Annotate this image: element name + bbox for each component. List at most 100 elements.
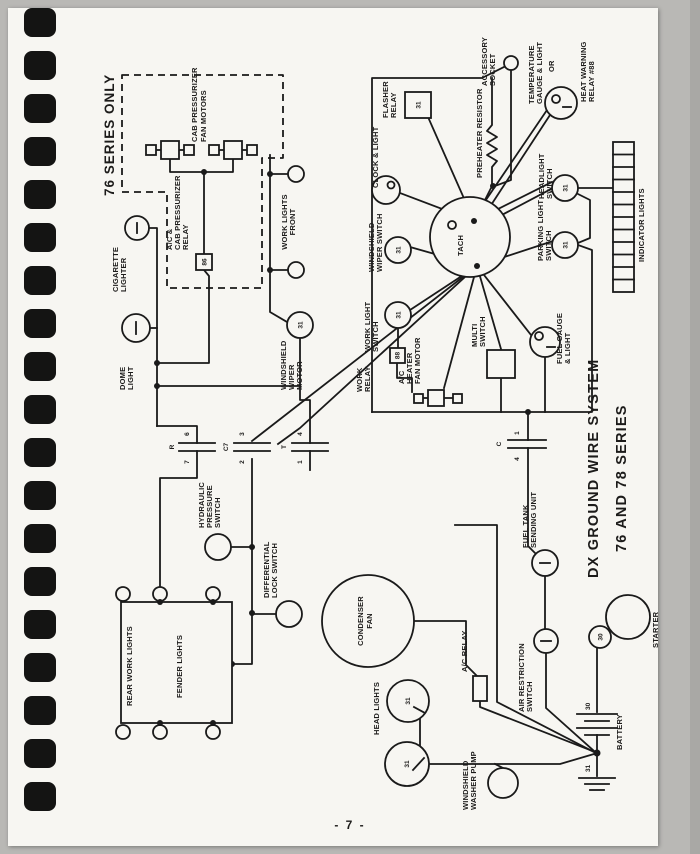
fuel-gauge-label: FUEL GAUGE: [555, 313, 564, 364]
fan-motors-label: CAB PRESSURIZER: [190, 67, 199, 142]
wiper-motor-label: WINDSHIELD: [279, 340, 288, 390]
or-note: OR: [547, 60, 556, 72]
svg-text:SENDING UNIT: SENDING UNIT: [529, 492, 538, 548]
differential-lock-switch: [275, 600, 303, 628]
head-light-lower-pin: 31: [404, 760, 411, 768]
headlight-switch-label: HEADLIGHT: [537, 153, 546, 199]
svg-text:FAN MOTOR: FAN MOTOR: [413, 337, 422, 384]
air-restriction-switch: [533, 628, 559, 654]
labels: 76 SERIES ONLY CAB PRESSURIZER FAN MOTOR…: [102, 37, 660, 810]
svg-text:RELAY: RELAY: [363, 366, 372, 392]
wiper-switch-pin: 31: [396, 246, 403, 254]
connector-r: [178, 442, 216, 452]
svg-text:FAN: FAN: [365, 613, 374, 629]
starter: 30: [588, 594, 651, 649]
connector-c7-pin-top: 3: [239, 432, 246, 436]
svg-text:WASHER PUMP: WASHER PUMP: [469, 751, 478, 810]
ac-heater-fan-motor: [413, 389, 463, 407]
parking-light-switch-pin: 31: [563, 241, 570, 249]
dome-light-label: DOME: [118, 367, 127, 390]
svg-text:& LIGHT: & LIGHT: [563, 332, 572, 364]
svg-text:MOTOR: MOTOR: [295, 361, 304, 390]
ac-cab-relay-label: A/C &: [165, 228, 174, 250]
rear-work-lights-label: REAR WORK LIGHTS: [125, 626, 134, 706]
dome-light: [121, 313, 151, 343]
connector-r-label: R: [169, 444, 176, 449]
junction-dots: [154, 169, 601, 757]
condenser-fan-label: CONDENSER: [356, 596, 365, 646]
cab-pressurizer-fan-motors: [145, 140, 258, 160]
parking-light-switch-label: PARKING LIGHT: [536, 200, 545, 261]
wiper-motor-pin: 31: [298, 321, 305, 329]
svg-text:WIPER: WIPER: [287, 364, 296, 390]
fuel-tank-sending-unit-label: FUEL TANK: [521, 504, 530, 548]
svg-text:SWITCH: SWITCH: [545, 168, 554, 199]
hydraulic-pressure-switch-label: HYDRAULIC: [197, 482, 206, 528]
tach-hub: [429, 196, 511, 278]
svg-text:RELAY #88: RELAY #88: [587, 61, 596, 102]
connector-r-pin-bottom: 7: [184, 460, 191, 464]
hydraulic-pressure-switch: [204, 533, 232, 561]
wiper-switch-label: WINDSHIELD: [367, 222, 376, 272]
relay-pin: 86: [202, 258, 209, 266]
svg-text:GAUGE & LIGHT: GAUGE & LIGHT: [535, 42, 544, 104]
series-note: 76 SERIES ONLY: [102, 74, 117, 196]
tach-label: TACH: [456, 235, 465, 256]
windshield-wiper-motor: 31: [286, 311, 314, 339]
clock-and-light: [371, 175, 401, 205]
ac-relay-label: A/C RELAY: [460, 630, 469, 672]
svg-text:SWITCH: SWITCH: [525, 681, 534, 712]
indicator-lights-ladder: [612, 141, 635, 293]
connector-r-pin-top: 6: [184, 432, 191, 436]
svg-text:SOCKET: SOCKET: [488, 53, 497, 86]
svg-text:CAB PRESSURIZER: CAB PRESSURIZER: [173, 175, 182, 250]
ac-cab-pressurizer-relay: 86: [195, 253, 213, 271]
svg-text:RELAY: RELAY: [181, 224, 190, 250]
connector-c7: [233, 442, 271, 452]
cigarette-lighter: [124, 215, 150, 241]
work-light-switch: 31: [384, 301, 412, 329]
fuel-gauge-light: [529, 326, 561, 358]
svg-text:WIPER SWITCH: WIPER SWITCH: [375, 213, 384, 272]
parking-light-switch: 31: [551, 231, 579, 259]
svg-text:RELAY: RELAY: [389, 92, 398, 118]
svg-text:SWITCH: SWITCH: [213, 497, 222, 528]
clock-light-label: CLOCK & LIGHT: [371, 126, 380, 188]
connector-c-pin-top: 1: [514, 431, 521, 435]
work-light-switch-pin: 31: [396, 311, 403, 319]
svg-text:LIGHT: LIGHT: [126, 366, 135, 390]
condenser-fan: [321, 574, 415, 668]
svg-text:FAN MOTORS: FAN MOTORS: [199, 90, 208, 142]
connector-c-pin-bottom: 4: [514, 457, 521, 461]
svg-text:PRESSURE: PRESSURE: [205, 485, 214, 528]
fuel-tank-sending-unit: [531, 549, 559, 577]
fender-lights-label: FENDER LIGHTS: [175, 635, 184, 698]
fender-lights-box: [115, 586, 233, 740]
connector-t: [291, 442, 329, 452]
page-edge-shadow: [690, 0, 700, 854]
temperature-gauge-label: TEMPERATURE: [527, 45, 536, 104]
work-lights-front-label: WORK LIGHTS: [280, 194, 289, 250]
series-boundary: [121, 74, 284, 289]
scanned-manual-page: [8, 8, 658, 846]
cigarette-lighter-label: CIGARETTE: [111, 247, 120, 292]
ac-heater-fan-motor-label: A/C: [397, 370, 406, 384]
work-relay-label: WORK: [355, 367, 364, 392]
svg-text:SWITCH: SWITCH: [478, 316, 487, 347]
svg-text:LOCK SWITCH: LOCK SWITCH: [270, 543, 279, 598]
differential-lock-switch-label: DIFFERENTIAL: [262, 541, 271, 598]
head-lights-label: HEAD LIGHTS: [372, 682, 381, 735]
work-light-switch-label: WORK LIGHT: [363, 301, 372, 352]
spiral-binding: [24, 8, 56, 811]
svg-text:SWITCH: SWITCH: [371, 321, 380, 352]
indicator-lights-label: INDICATOR LIGHTS: [637, 188, 646, 262]
accessory-socket: [503, 55, 519, 71]
flasher-relay-pin: 31: [416, 101, 423, 109]
connector-c7-label: C7: [223, 442, 230, 451]
windshield-washer-pump-label: WINDSHIELD: [461, 760, 470, 810]
svg-text:HEATER: HEATER: [405, 352, 414, 384]
diagram-subtitle: 76 AND 78 SERIES: [614, 404, 630, 552]
connector-c7-pin-bottom: 2: [239, 460, 246, 464]
headlight-switch-pin: 31: [563, 184, 570, 192]
